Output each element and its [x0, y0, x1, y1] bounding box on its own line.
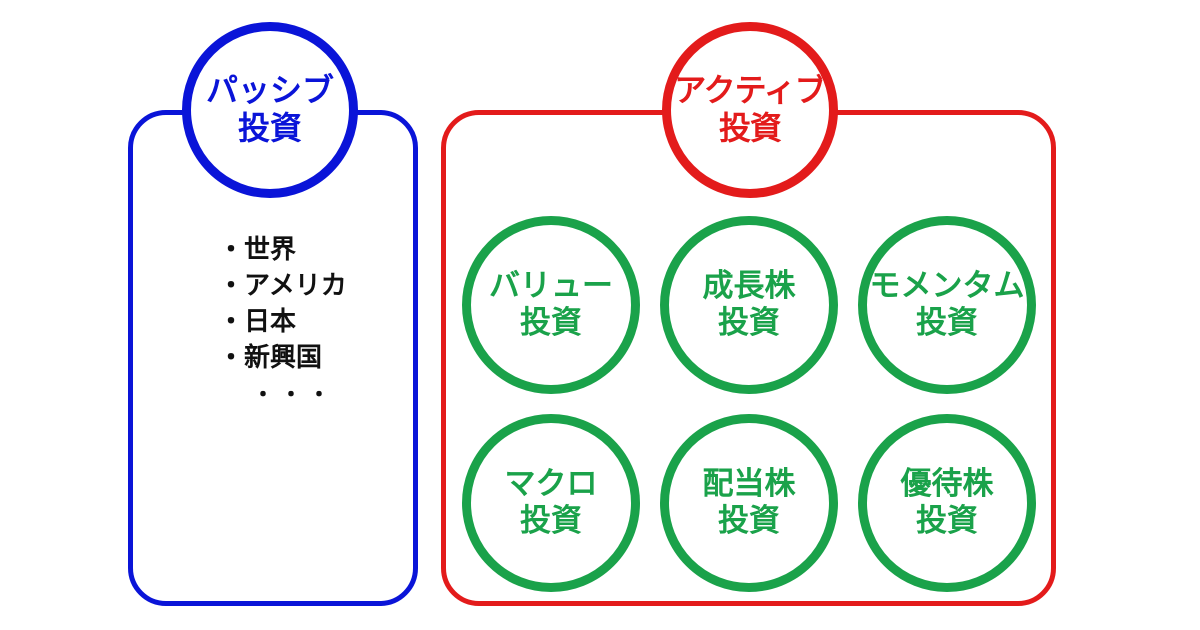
strategy-label-line2: 投資 [718, 305, 780, 341]
strategy-label-line2: 投資 [916, 503, 978, 539]
strategy-label-line1: 優待株 [900, 466, 994, 503]
strategy-label-line1: 成長株 [702, 268, 796, 305]
strategy-circle-dividend: 配当株 投資 [660, 414, 838, 592]
list-item: ・日本 [218, 307, 297, 337]
passive-list-ellipsis: ・・・ [252, 383, 337, 408]
active-title-line2: 投資 [718, 109, 782, 147]
active-title-line1: アクティブ [674, 71, 826, 110]
list-item: ・世界 [218, 235, 297, 265]
strategy-circle-value: バリュー 投資 [462, 216, 640, 394]
passive-title-line1: パッシブ [205, 71, 334, 110]
strategy-label-line2: 投資 [520, 305, 582, 341]
list-item: ・アメリカ [218, 271, 347, 301]
strategy-circle-macro: マクロ 投資 [462, 414, 640, 592]
strategy-label-line1: マクロ [504, 466, 598, 503]
strategy-label-line1: バリュー [489, 268, 613, 305]
list-item: ・新興国 [218, 343, 323, 373]
strategy-label-line1: モメンタム [869, 268, 1025, 305]
strategy-label-line2: 投資 [718, 503, 780, 539]
passive-investing-list: ・世界 ・アメリカ ・日本 ・新興国 [218, 232, 347, 376]
strategy-circle-growth: 成長株 投資 [660, 216, 838, 394]
strategy-circle-momentum: モメンタム 投資 [858, 216, 1036, 394]
passive-investing-title-circle: パッシブ 投資 [182, 22, 358, 198]
active-investing-title-circle: アクティブ 投資 [662, 22, 838, 198]
strategy-label-line1: 配当株 [702, 466, 796, 503]
strategy-circle-shareholder-benefits: 優待株 投資 [858, 414, 1036, 592]
passive-title-line2: 投資 [237, 109, 302, 147]
strategy-label-line2: 投資 [520, 503, 582, 539]
strategy-label-line2: 投資 [916, 305, 978, 341]
